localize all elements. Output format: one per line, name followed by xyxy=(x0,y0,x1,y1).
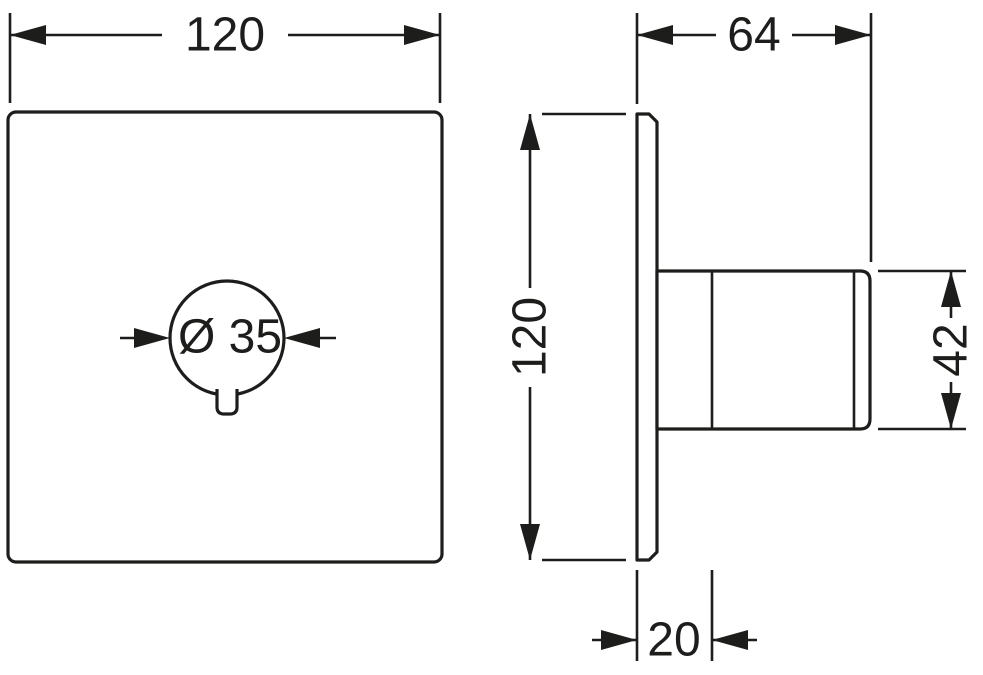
knob-diameter-dimension xyxy=(120,328,336,348)
arrowhead-down-icon xyxy=(520,524,540,560)
arrowhead-up-icon xyxy=(520,114,540,150)
arrowhead-pointing-left-icon xyxy=(284,328,320,348)
depth-label: 64 xyxy=(727,9,780,62)
side-plate-outline xyxy=(635,112,659,562)
arrowhead-pointing-left-icon xyxy=(712,630,748,650)
arrowhead-left-icon xyxy=(637,25,673,45)
base-depth-label: 20 xyxy=(647,614,700,667)
arrowhead-down-icon xyxy=(941,393,961,429)
depth-dimension: 64 xyxy=(635,9,873,262)
arrowhead-pointing-right-icon xyxy=(134,328,170,348)
arrowhead-left-icon xyxy=(10,25,46,45)
front-width-dimension: 120 xyxy=(8,9,442,103)
front-width-label: 120 xyxy=(185,9,265,62)
knob-front: Ø 35 xyxy=(168,279,286,416)
handle-body xyxy=(655,269,872,431)
front-view: 120 Ø 35 xyxy=(6,9,444,564)
arrowhead-right-icon xyxy=(404,25,440,45)
base-depth-dimension: 20 xyxy=(592,570,757,667)
arrowhead-right-icon xyxy=(835,25,871,45)
knob-diameter-label: Ø 35 xyxy=(178,311,282,364)
side-view: 64 120 42 xyxy=(504,9,978,667)
handle-height-label: 42 xyxy=(925,323,978,376)
height-label: 120 xyxy=(504,297,557,377)
arrowhead-up-icon xyxy=(941,271,961,307)
height-dimension: 120 xyxy=(504,112,626,562)
handle-height-dimension: 42 xyxy=(878,269,978,431)
knob-notch xyxy=(215,389,239,416)
arrowhead-pointing-right-icon xyxy=(601,630,637,650)
